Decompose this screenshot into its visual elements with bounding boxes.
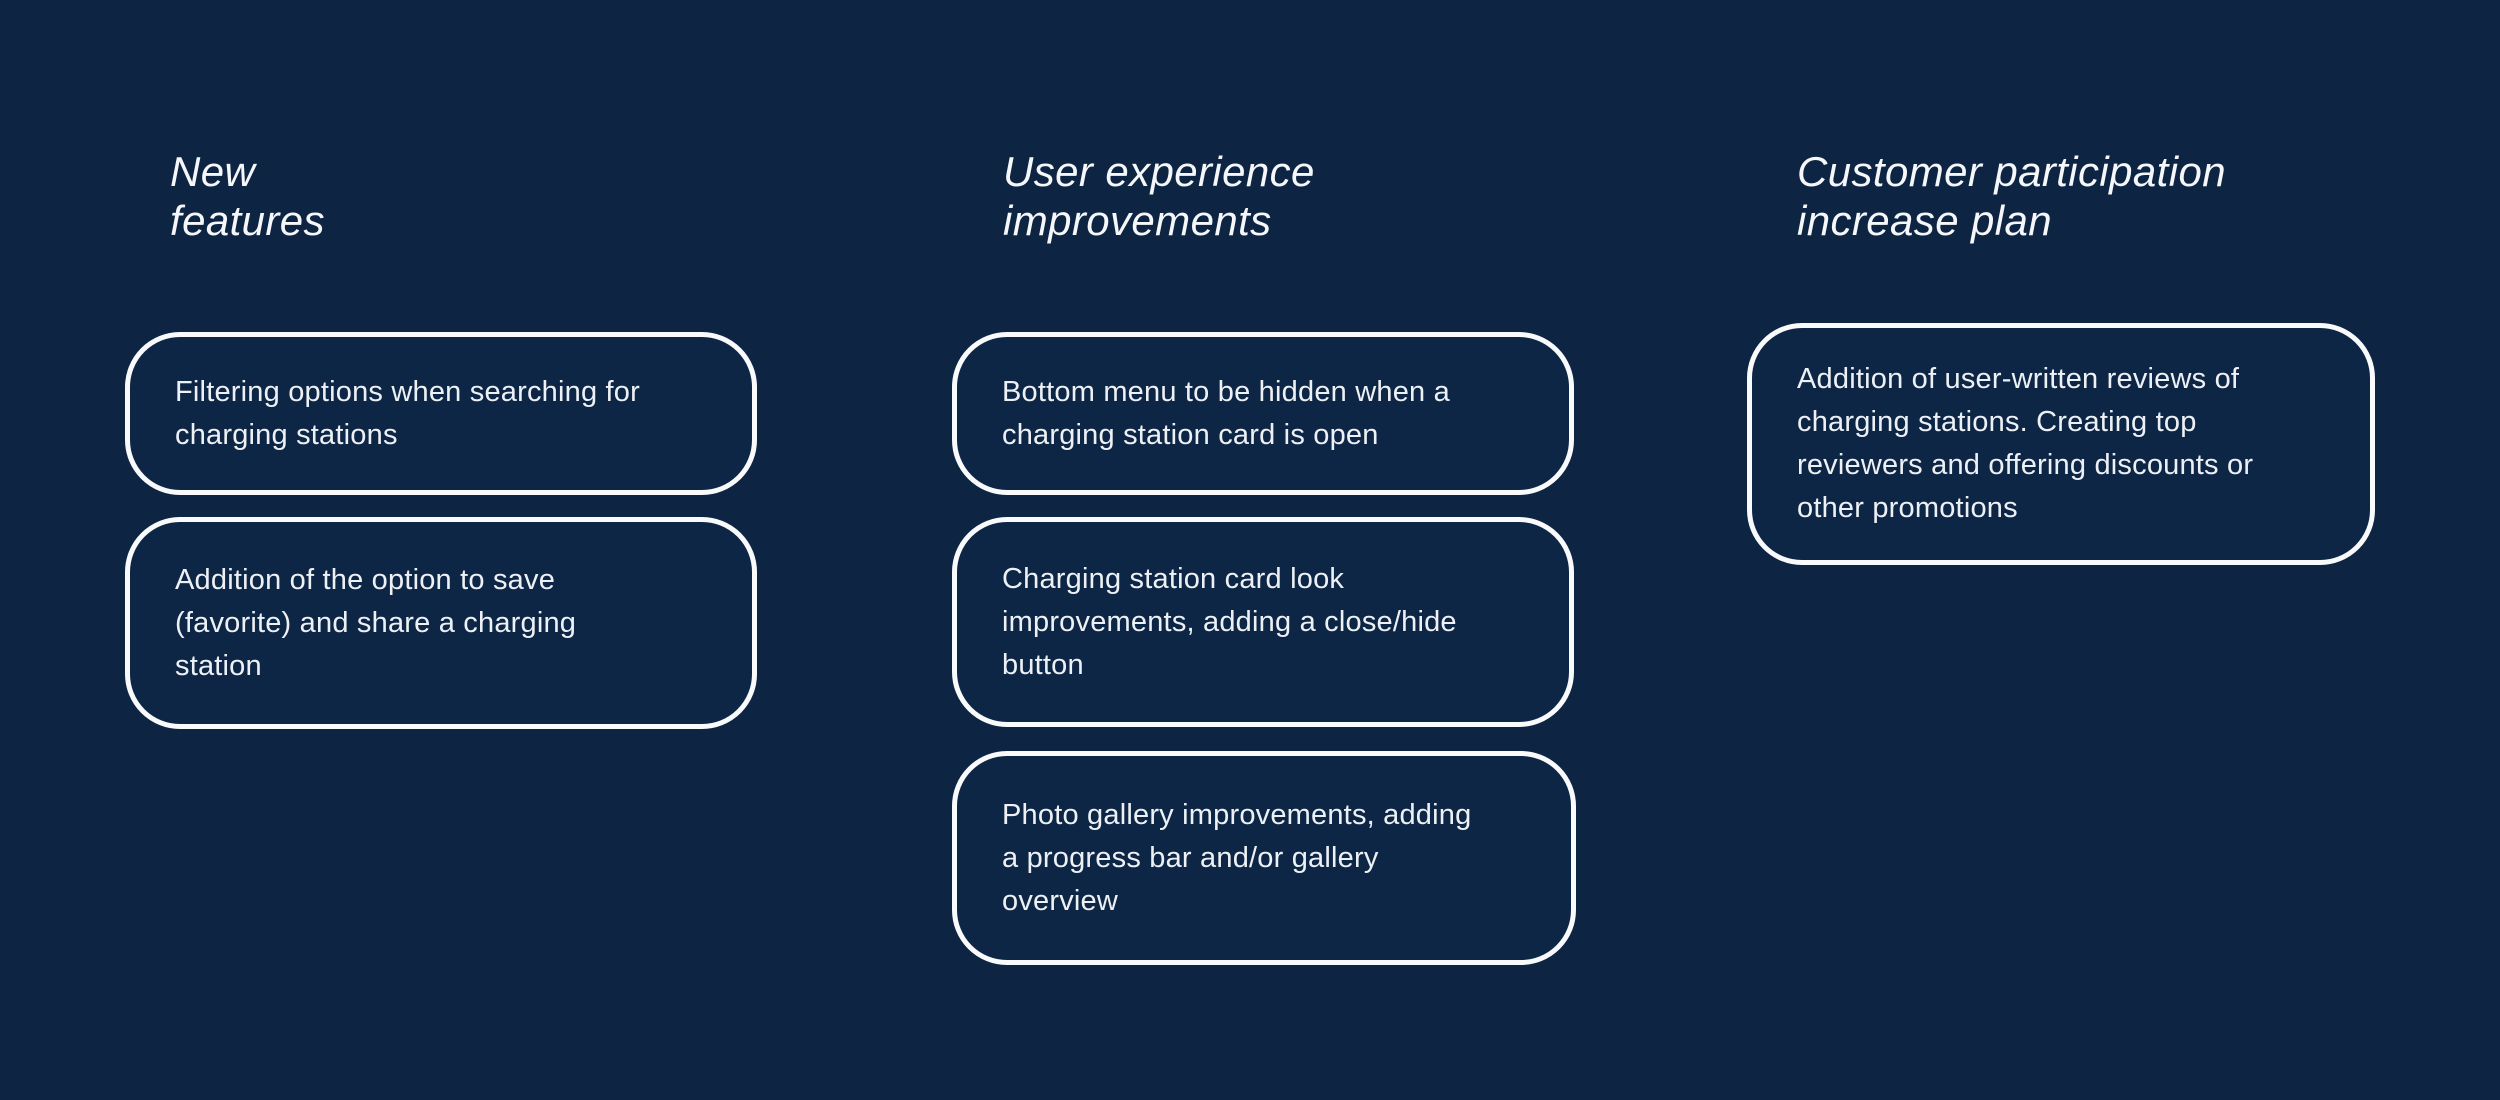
column-heading-user-experience-improvements: User experience improvements [1003,148,1315,244]
feature-card-user-reviews: Addition of user-written reviews of char… [1747,323,2375,565]
feature-card-photo-gallery: Photo gallery improvements, adding a pro… [952,751,1576,965]
feature-card-station-card-look: Charging station card look improvements,… [952,517,1574,727]
feature-card-bottom-menu-hidden: Bottom menu to be hidden when a charging… [952,332,1574,495]
feature-card-text: Addition of the option to save (favorite… [175,563,577,682]
feature-card-text: Photo gallery improvements, adding a pro… [1002,798,1472,917]
feature-card-text: Filtering options when searching for cha… [175,375,640,451]
column-heading-customer-participation-increase-plan: Customer participation increase plan [1797,148,2226,244]
column-heading-new-features: New features [170,148,325,244]
feature-card-text: Charging station card look improvements,… [1002,562,1457,681]
feature-card-text: Addition of user-written reviews of char… [1797,363,2254,524]
feature-card-save-share-station: Addition of the option to save (favorite… [125,517,757,729]
feature-card-text: Bottom menu to be hidden when a charging… [1002,375,1450,451]
feature-card-filtering-options: Filtering options when searching for cha… [125,332,757,495]
